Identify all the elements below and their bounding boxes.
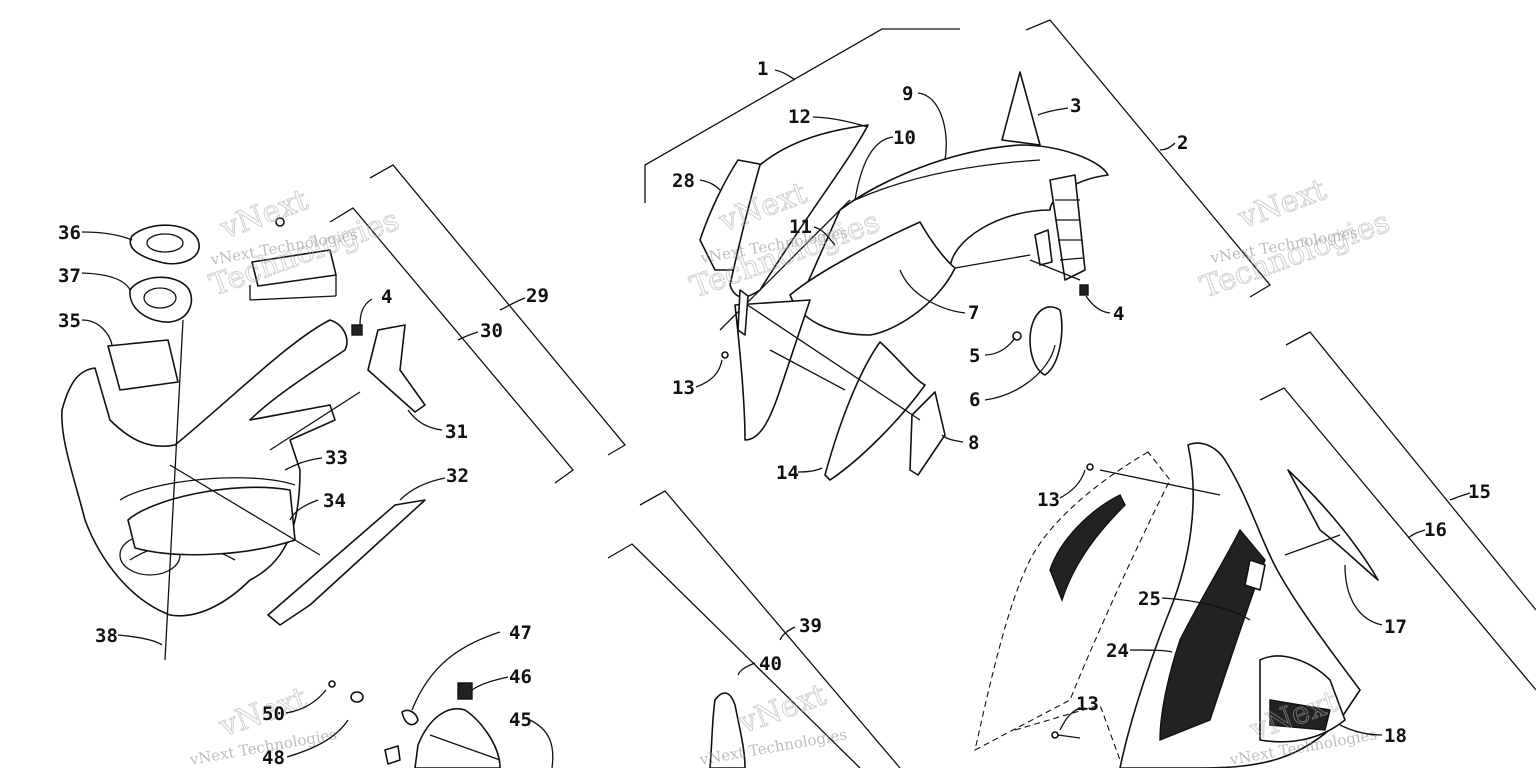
callout-34: 34	[323, 490, 346, 512]
callout-11: 11	[789, 216, 812, 238]
callout-5: 5	[969, 345, 980, 367]
callout-4b: 4	[1113, 303, 1124, 325]
callout-13b: 13	[1037, 489, 1060, 511]
callout-15: 15	[1468, 481, 1491, 503]
hood-windshield-part	[1287, 469, 1379, 581]
callout-25: 25	[1138, 588, 1161, 610]
foam-strip-part	[267, 499, 426, 626]
hood-trim-part	[729, 124, 869, 298]
callout-29: 29	[526, 285, 549, 307]
foam-pad-part	[367, 324, 426, 413]
callout-35: 35	[58, 310, 81, 332]
windshield-part	[1001, 71, 1041, 146]
callout-8: 8	[968, 432, 979, 454]
gauge-plate-part	[129, 276, 193, 323]
callout-45: 45	[509, 709, 532, 731]
callout-36: 36	[58, 222, 81, 244]
callout-37: 37	[58, 265, 81, 287]
callout-13a: 13	[672, 377, 695, 399]
lower-foam-part	[824, 341, 926, 481]
callout-12: 12	[788, 106, 811, 128]
callout-9: 9	[902, 83, 913, 105]
side-cover-part	[709, 692, 746, 768]
bottom-parts	[328, 680, 746, 768]
callout-24: 24	[1106, 640, 1129, 662]
callout-leaders	[81, 69, 1471, 768]
lamp-lens-part	[1029, 306, 1063, 376]
hood-decal-part	[1159, 528, 1266, 742]
belly-pan-part	[61, 319, 348, 617]
callout-4a: 4	[381, 286, 392, 308]
lower-bracket-part	[414, 708, 501, 768]
callout-7: 7	[968, 302, 979, 324]
center-shroud-part	[789, 221, 956, 336]
callout-31: 31	[445, 421, 468, 443]
right-assembly	[974, 442, 1379, 768]
callout-40: 40	[759, 653, 782, 675]
callout-33: 33	[325, 447, 348, 469]
callout-39: 39	[799, 615, 822, 637]
callout-50: 50	[262, 703, 285, 725]
hood-outline-dashed	[974, 451, 1171, 752]
callout-17: 17	[1384, 616, 1407, 638]
callout-2: 2	[1177, 132, 1188, 154]
callout-1: 1	[757, 58, 768, 80]
callout-18: 18	[1384, 725, 1407, 747]
callout-48: 48	[262, 747, 285, 768]
lens-part	[107, 339, 179, 391]
callout-6: 6	[969, 389, 980, 411]
callout-46: 46	[509, 666, 532, 688]
callout-14: 14	[776, 462, 799, 484]
callout-32: 32	[446, 465, 469, 487]
callout-16: 16	[1424, 519, 1447, 541]
callout-38: 38	[95, 625, 118, 647]
left-assembly	[61, 217, 426, 661]
callout-30: 30	[480, 320, 503, 342]
top-center-assembly	[699, 71, 1109, 481]
gauge-bezel-part	[129, 224, 200, 265]
callouts: 1 2 3 4 4 5 6 7 8 9 10 11 12 13 13 13 14…	[58, 58, 1491, 768]
callout-10: 10	[893, 127, 916, 149]
side-bracket-part	[909, 391, 946, 476]
callout-13c: 13	[1076, 693, 1099, 715]
svg-text:vNext: vNext	[1233, 172, 1330, 236]
hood-vent-grille	[1049, 494, 1126, 603]
callout-47: 47	[509, 622, 532, 644]
callout-3: 3	[1070, 95, 1081, 117]
callout-28: 28	[672, 170, 695, 192]
